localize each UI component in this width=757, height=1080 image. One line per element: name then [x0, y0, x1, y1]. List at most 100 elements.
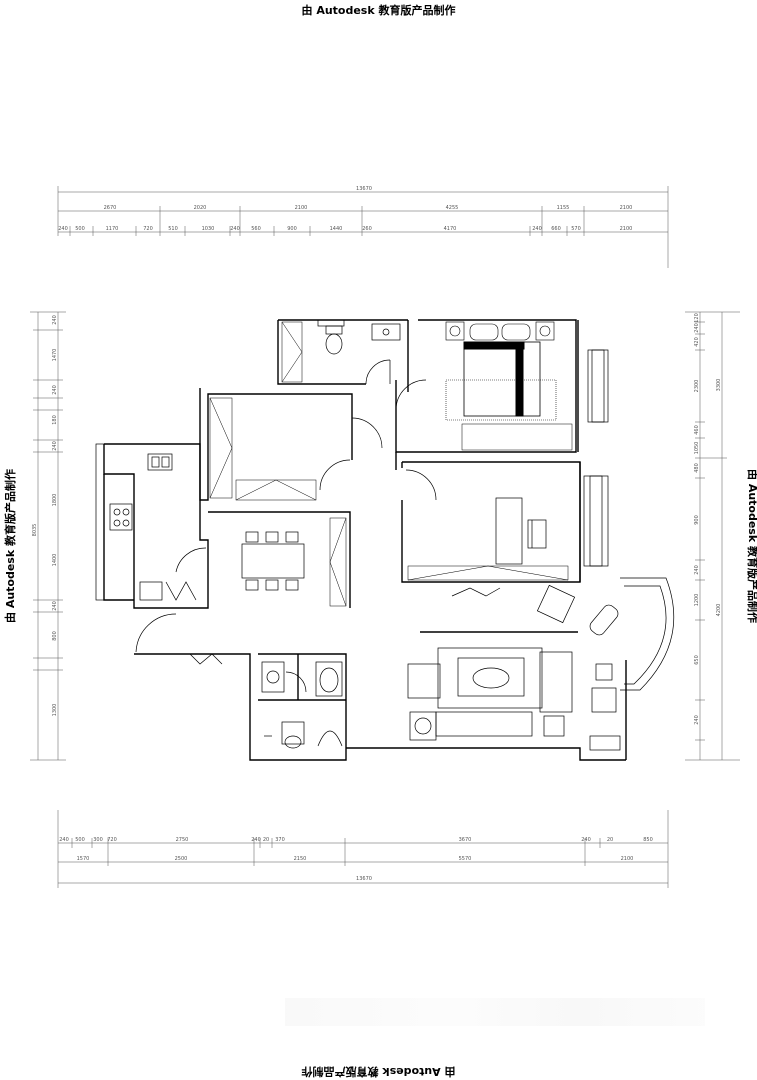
- dim-bot-l1-8: 3670: [459, 837, 472, 843]
- dim-right-l1-1: 240: [694, 323, 700, 333]
- dim-bot-l1-11: 850: [643, 837, 653, 843]
- dim-top-l2-10: 260: [362, 226, 372, 232]
- dim-right-l1-0: 120: [694, 313, 700, 323]
- dim-right-l1-2: 420: [694, 337, 700, 347]
- dim-right-l2-1: 4200: [716, 604, 722, 617]
- dimension-right-labels: 120 240 420 2300 460 1050 480 900 240 12…: [694, 313, 722, 725]
- door-kitchen: [175, 547, 207, 573]
- dim-top-l1-5: 2100: [620, 205, 633, 211]
- dim-right-l2-0: 3300: [716, 379, 722, 392]
- dim-top-l2-13: 660: [551, 226, 561, 232]
- door-corridor: [351, 417, 383, 449]
- wall-toilet-room: [277, 320, 300, 385]
- dim-top-l2-15: 2100: [620, 226, 633, 232]
- dim-top-l2-1: 500: [75, 226, 85, 232]
- wall-master-bedroom: [395, 319, 577, 453]
- bay-window: [620, 577, 675, 691]
- wardrobes: [209, 321, 573, 607]
- wall-upper-corridor: [199, 388, 353, 501]
- dim-top-l1-4: 1155: [557, 205, 570, 211]
- dim-top-l2-4: 510: [168, 226, 178, 232]
- dim-top-l1-0: 2670: [104, 205, 117, 211]
- dim-top-l2-6: 240: [230, 226, 240, 232]
- dimension-left: [30, 311, 66, 761]
- windows-balconies: [95, 319, 675, 691]
- dim-bot-l1-4: 2750: [176, 837, 189, 843]
- dim-bot-l1-1: 500: [75, 837, 85, 843]
- dim-top-l1-3: 4255: [446, 205, 459, 211]
- walls: [103, 319, 627, 761]
- dim-right-l1-9: 1200: [694, 594, 700, 607]
- dim-left-l1-4: 240: [52, 441, 58, 451]
- toilet-fixtures: [325, 323, 401, 355]
- door-toilet: [365, 359, 391, 385]
- dim-right-l1-7: 900: [694, 515, 700, 525]
- dimension-top-labels: 13670 2670 2020 2100 4255 1155 2100 240 …: [58, 186, 632, 232]
- dim-left-l1-7: 240: [52, 601, 58, 611]
- dim-top-l2-0: 240: [58, 226, 68, 232]
- dim-top-l2-3: 720: [143, 226, 153, 232]
- dim-bot-l1-2: 300: [93, 837, 103, 843]
- dim-bot-l1-5: 240: [251, 837, 261, 843]
- dim-right-l1-8: 240: [694, 565, 700, 575]
- dim-bot-l2-4: 2100: [621, 856, 634, 862]
- dining-set: [241, 531, 305, 591]
- dim-top-l1-2: 2100: [295, 205, 308, 211]
- dim-bot-l2-1: 2500: [175, 856, 188, 862]
- dim-top-l2-12: 240: [532, 226, 542, 232]
- door-bedroom-master: [395, 379, 427, 411]
- dim-right-l1-6: 480: [694, 463, 700, 473]
- door-bedroom2: [405, 469, 437, 501]
- dim-top-l2-14: 570: [571, 226, 581, 232]
- bathroom-fixtures: [261, 661, 343, 749]
- dim-top-total: 13670: [356, 186, 372, 192]
- dim-bot-l1-7: 370: [275, 837, 285, 843]
- dim-bot-l2-0: 1570: [77, 856, 90, 862]
- dim-bot-l1-6: 20: [263, 837, 269, 843]
- dim-bot-l1-3: 720: [107, 837, 117, 843]
- faded-caption-band: [285, 998, 705, 1026]
- dim-right-l1-5: 1050: [694, 442, 700, 455]
- wall-entrance: [134, 653, 347, 761]
- living-room-furniture: [407, 584, 621, 751]
- dim-left-l2-0: 8035: [32, 524, 38, 537]
- doors: [135, 359, 501, 693]
- dim-bot-total: 13670: [356, 876, 372, 882]
- dim-right-l1-11: 240: [694, 715, 700, 725]
- dim-left-l1-0: 240: [52, 315, 58, 325]
- door-bath: [285, 671, 307, 693]
- dim-top-l2-8: 900: [287, 226, 297, 232]
- dim-right-l1-10: 650: [694, 655, 700, 665]
- dim-left-l1-2: 240: [52, 385, 58, 395]
- wall-kitchen: [103, 443, 209, 609]
- dimension-top: [57, 186, 669, 268]
- dim-left-l1-8: 800: [52, 631, 58, 641]
- dim-bot-l1-10: 20: [607, 837, 613, 843]
- dim-top-l2-11: 4170: [444, 226, 457, 232]
- dim-left-l1-9: 1300: [52, 704, 58, 717]
- dim-bot-l2-2: 2150: [294, 856, 307, 862]
- dim-left-l1-6: 1400: [52, 554, 58, 567]
- dim-top-l2-5: 1030: [202, 226, 215, 232]
- dim-top-l1-1: 2020: [194, 205, 207, 211]
- kitchen-fixtures: [109, 453, 197, 601]
- dim-bot-l2-3: 5570: [459, 856, 472, 862]
- dimension-bottom-labels: 240 500 300 720 2750 240 20 370 3670 240…: [59, 837, 653, 882]
- dim-top-l2-2: 1170: [106, 226, 119, 232]
- dimension-left-labels: 240 1470 240 180 240 1800 1400 240 800 1…: [32, 315, 58, 716]
- wall-dining: [208, 511, 351, 608]
- dim-right-l1-3: 2300: [694, 380, 700, 393]
- door-entrance: [135, 613, 177, 653]
- dimension-right: [685, 311, 740, 761]
- dim-right-l1-4: 460: [694, 425, 700, 435]
- wall-living: [346, 747, 626, 761]
- master-bed: [445, 321, 557, 421]
- dim-left-l1-5: 1800: [52, 494, 58, 507]
- dim-left-l1-3: 180: [52, 415, 58, 425]
- dim-top-l2-7: 560: [251, 226, 261, 232]
- dim-top-l2-9: 1440: [330, 226, 343, 232]
- dim-left-l1-1: 1470: [52, 349, 58, 362]
- dim-bot-l1-9: 240: [581, 837, 591, 843]
- wall-bathroom: [258, 653, 347, 748]
